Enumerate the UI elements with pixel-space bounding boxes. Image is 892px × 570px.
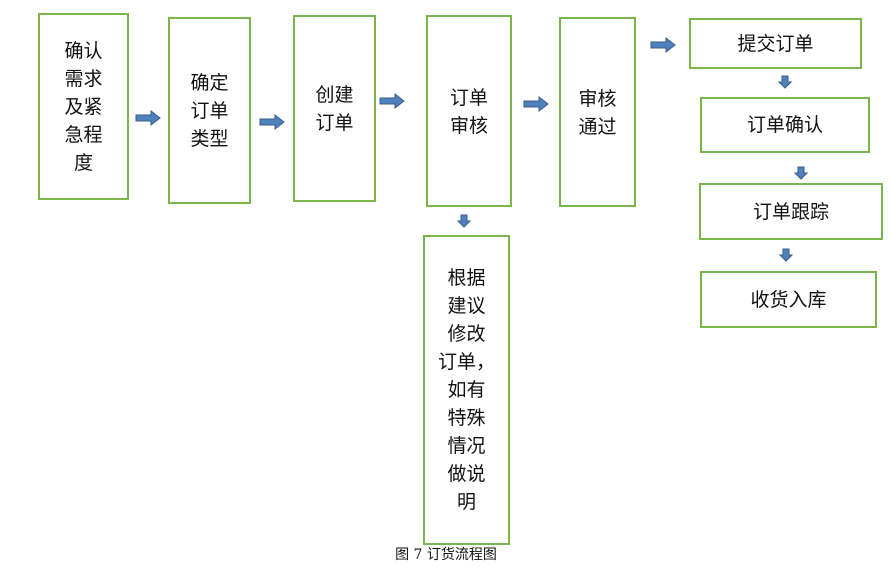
step-order-review: 订单 审核	[426, 15, 512, 207]
figure-caption: 图 7 订货流程图	[395, 547, 497, 563]
step-revise-order-label: 根据 建议 修改 订单， 如有 特殊 情况 做说 明	[437, 267, 495, 513]
step-order-confirm-label: 订单确认	[746, 114, 823, 136]
step-submit-order-label: 提交订单	[737, 32, 814, 55]
step-submit-order: 提交订单	[689, 18, 862, 69]
step-revise-order: 根据 建议 修改 订单， 如有 特殊 情况 做说 明	[423, 235, 510, 545]
step-review-pass-label: 审核 通过	[578, 88, 617, 138]
step-confirm-need-label: 确认 需求 及紧 急程 度	[64, 39, 103, 174]
step-order-type: 确定 订单 类型	[168, 17, 251, 204]
arrow-down-icon	[778, 75, 792, 89]
arrow-down-icon	[779, 248, 793, 262]
step-order-review-label: 订单 审核	[449, 87, 488, 137]
step-order-confirm: 订单确认	[700, 97, 870, 153]
step-confirm-need: 确认 需求 及紧 急程 度	[38, 13, 129, 200]
arrow-right-icon	[650, 37, 676, 53]
step-receive-goods-label: 收货入库	[750, 288, 827, 311]
step-order-type-label: 确定 订单 类型	[190, 71, 229, 150]
arrow-right-icon	[523, 96, 549, 112]
arrow-right-icon	[379, 93, 405, 109]
step-receive-goods: 收货入库	[700, 271, 877, 328]
step-create-order-label: 创建 订单	[315, 84, 354, 134]
arrow-down-icon	[457, 214, 471, 228]
step-create-order: 创建 订单	[293, 15, 376, 202]
step-review-pass: 审核 通过	[559, 17, 636, 207]
arrow-right-icon	[259, 114, 285, 130]
step-order-track-label: 订单跟踪	[752, 200, 829, 223]
arrow-right-icon	[135, 110, 161, 126]
step-order-track: 订单跟踪	[699, 183, 883, 240]
arrow-down-icon	[794, 166, 808, 180]
